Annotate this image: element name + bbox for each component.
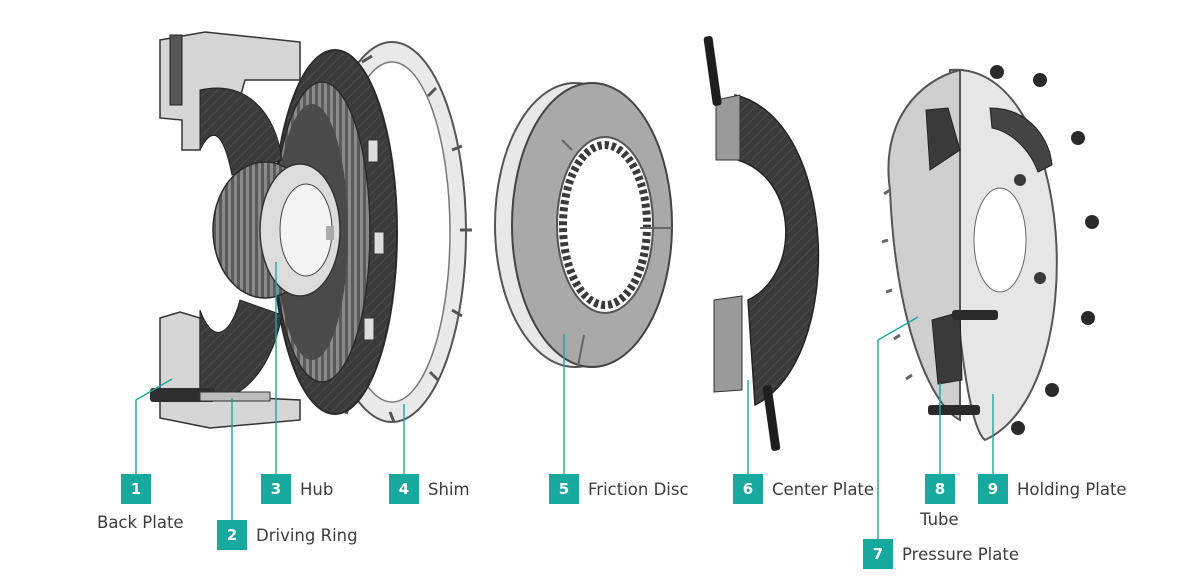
label-driving-ring: Driving Ring: [256, 525, 358, 545]
callout-holding-plate: 9 Holding Plate: [978, 474, 1127, 504]
callout-pressure-plate: 7 Pressure Plate: [863, 539, 1019, 569]
right-assembly: [881, 65, 1099, 442]
label-back-plate: Back Plate: [97, 513, 184, 532]
badge-9: 9: [978, 474, 1008, 504]
badge-7: 7: [863, 539, 893, 569]
label-tube: Tube: [920, 510, 959, 529]
leader-line-1: [135, 378, 173, 474]
label-shim: Shim: [428, 479, 470, 499]
badge-6: 6: [733, 474, 763, 504]
label-holding-plate: Holding Plate: [1017, 479, 1127, 499]
badge-5: 5: [549, 474, 579, 504]
label-hub: Hub: [300, 479, 334, 499]
callout-shim: 4 Shim: [389, 474, 470, 504]
hub-part: [212, 161, 341, 299]
badge-1: 1: [121, 474, 151, 504]
badge-4: 4: [389, 474, 419, 504]
leader-lines: [135, 262, 994, 539]
badge-3: 3: [261, 474, 291, 504]
badge-8: 8: [925, 474, 955, 504]
leader-line-7: [877, 316, 919, 539]
label-center-plate: Center Plate: [772, 479, 875, 499]
back-plate-part: [150, 31, 301, 429]
callout-tube: 8: [925, 474, 955, 504]
holding-plate-part: [948, 65, 1099, 442]
badge-2: 2: [217, 520, 247, 550]
pressure-plate-part: [881, 68, 963, 422]
left-assembly: [150, 31, 472, 429]
callout-back-plate: 1: [121, 474, 151, 504]
callout-friction-disc: 5 Friction Disc: [549, 474, 689, 504]
callout-hub: 3 Hub: [261, 474, 333, 504]
label-friction-disc: Friction Disc: [588, 479, 689, 499]
callout-driving-ring: 2 Driving Ring: [217, 520, 358, 550]
callout-center-plate: 6 Center Plate: [733, 474, 874, 504]
label-pressure-plate: Pressure Plate: [902, 544, 1019, 564]
center-plate-part: [703, 36, 820, 451]
tube-part: [928, 310, 998, 415]
friction-disc-part: [494, 82, 673, 368]
